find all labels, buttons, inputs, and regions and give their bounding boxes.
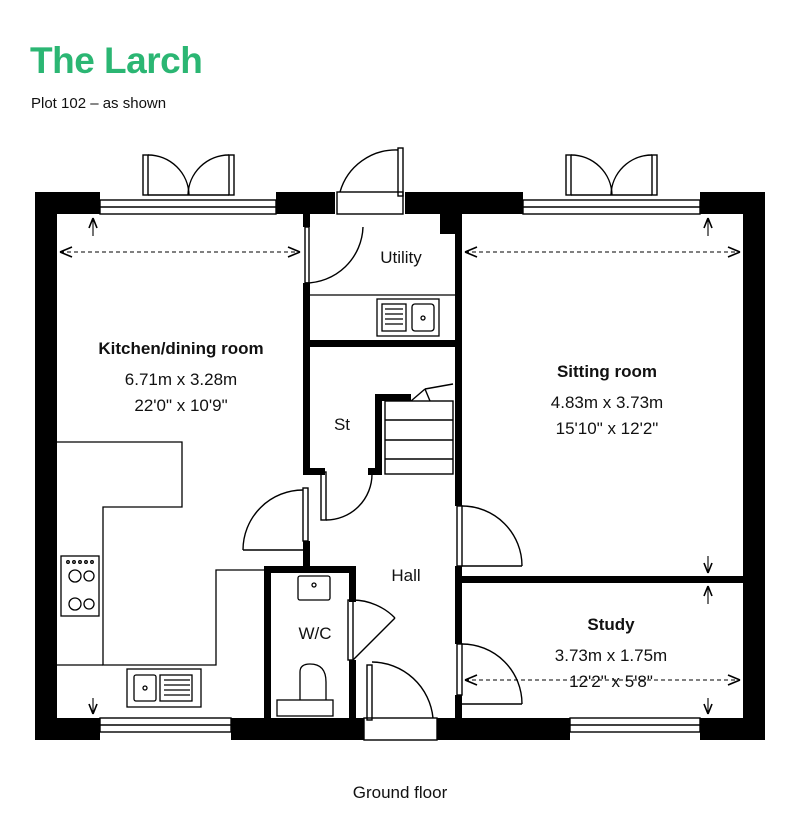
kitchen-length-marker — [88, 217, 98, 715]
study-metric: 3.73m x 1.75m — [555, 646, 667, 665]
french-door-sitting — [565, 154, 658, 196]
windows — [99, 199, 701, 733]
external-walls — [35, 192, 765, 740]
door-utility-external — [336, 147, 404, 215]
kitchen-units — [57, 441, 264, 666]
hob-icon — [60, 555, 100, 617]
kitchen-metric: 6.71m x 3.28m — [125, 370, 237, 389]
study-width-marker — [464, 674, 741, 686]
dimension-markers — [59, 217, 741, 715]
study-name: Study — [587, 615, 635, 634]
wc-fittings — [276, 575, 334, 717]
door-kitchen-hall — [242, 487, 309, 551]
wc-name: W/C — [298, 624, 331, 643]
kitchen-width-marker — [59, 246, 301, 258]
store-name: St — [334, 415, 350, 434]
page-title: The Larch — [30, 40, 203, 81]
window-kitchen-top — [99, 199, 277, 215]
door-study — [456, 643, 523, 705]
door-wc — [347, 599, 396, 661]
kitchen-sink-icon — [126, 668, 202, 708]
basin-icon — [297, 575, 331, 601]
utility-units — [310, 294, 455, 337]
floor-label: Ground floor — [352, 783, 448, 802]
sitting-length-marker — [703, 217, 713, 574]
hall-name: Hall — [391, 566, 420, 585]
study-imperial: 12'2" x 5'8" — [569, 672, 653, 691]
window-study-bottom — [569, 717, 701, 733]
toilet-icon — [276, 663, 334, 717]
door-sitting — [456, 505, 523, 567]
room-labels: Kitchen/dining room 6.71m x 3.28m 22'0" … — [98, 248, 667, 691]
window-sitting-top — [522, 199, 701, 215]
sitting-imperial: 15'10" x 12'2" — [556, 419, 659, 438]
internal-walls — [264, 214, 743, 718]
internal-doors — [242, 226, 523, 705]
kitchen-imperial: 22'0" x 10'9" — [134, 396, 227, 415]
sitting-width-marker — [464, 246, 741, 258]
window-kitchen-bottom — [99, 717, 232, 733]
utility-name: Utility — [380, 248, 422, 267]
study-depth-marker — [703, 585, 713, 715]
french-door-kitchen — [142, 154, 235, 196]
door-front — [363, 661, 438, 741]
french-doors — [142, 154, 658, 196]
door-store — [320, 471, 373, 521]
staircase — [384, 383, 454, 475]
door-kitchen-utility — [304, 226, 364, 284]
page-subtitle: Plot 102 – as shown — [31, 95, 167, 112]
kitchen-name: Kitchen/dining room — [98, 339, 263, 358]
sitting-metric: 4.83m x 3.73m — [551, 393, 663, 412]
sitting-name: Sitting room — [557, 362, 657, 381]
